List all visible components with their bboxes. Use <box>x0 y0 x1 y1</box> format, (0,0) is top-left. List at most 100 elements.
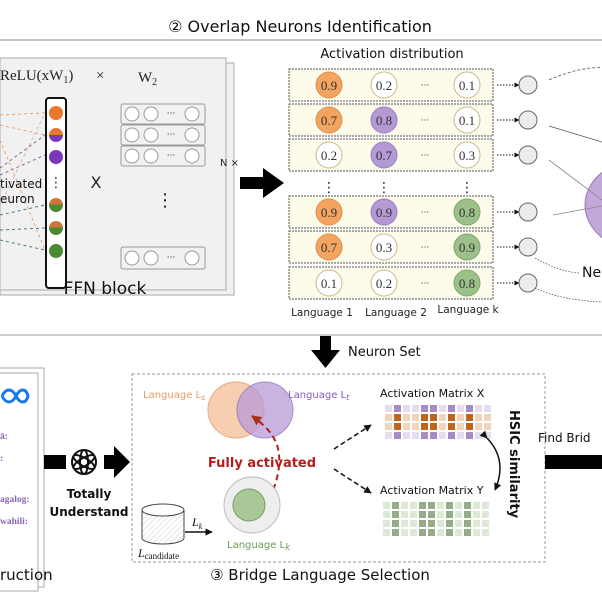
matrix-cell <box>475 405 482 412</box>
activation-value: 0.1 <box>459 78 475 93</box>
row-ellipsis: ··· <box>421 116 430 126</box>
matrix-cell <box>457 423 464 430</box>
svg-text:agalog:: agalog: <box>0 495 30 505</box>
matrix-cell <box>421 405 428 412</box>
matrix-cell <box>419 502 426 509</box>
matrix-cell <box>484 405 491 412</box>
row-ellipsis: ··· <box>421 208 430 218</box>
w2-ellipses: ··· ··· ··· ··· <box>167 109 176 263</box>
matrix-cell <box>401 520 408 527</box>
neuron-node <box>518 273 538 293</box>
matrix-cell <box>392 511 399 518</box>
matrix-cell <box>401 529 408 536</box>
arrow-bar-left <box>44 455 66 469</box>
matrix-cell <box>403 432 410 439</box>
matrix-cell <box>410 520 417 527</box>
language-k-label: Language Lk <box>227 540 291 553</box>
matrix-cell <box>430 432 437 439</box>
find-bridge-label: Find Brid <box>538 431 591 445</box>
w2-label: W2 <box>138 70 157 88</box>
venn-language-t <box>236 381 294 439</box>
candidate-label: Lcandidate <box>137 546 179 561</box>
activation-value-circle <box>315 198 343 226</box>
arrow-to-matrix-y <box>333 468 372 494</box>
activation-row: 0.7 0.8 0.1 ··· <box>288 103 538 137</box>
matrix-cell <box>394 423 401 430</box>
svg-text:···: ··· <box>167 130 176 140</box>
activation-value-circle <box>453 106 481 134</box>
matrix-cell <box>385 414 392 421</box>
matrix-cell <box>473 529 480 536</box>
svg-text:···: ··· <box>167 151 176 161</box>
matrix-cell <box>457 405 464 412</box>
neuron-set-arrow <box>311 336 340 368</box>
svg-text:⋮: ⋮ <box>322 180 336 196</box>
matrix-cell <box>457 414 464 421</box>
matrix-cell <box>448 414 455 421</box>
matrix-cell <box>464 511 471 518</box>
svg-text:Language 2: Language 2 <box>365 307 427 319</box>
matrix-cell <box>428 520 435 527</box>
activation-value: 0.1 <box>321 276 337 291</box>
matrix-cell <box>412 423 419 430</box>
activation-value: 0.8 <box>376 113 392 128</box>
matrix-cell <box>430 405 437 412</box>
neuron-cluster-label: Ne <box>582 265 601 281</box>
activation-value-circle <box>370 198 398 226</box>
matrix-cell <box>455 511 462 518</box>
neuron-purple <box>49 150 63 164</box>
activation-value-circle <box>370 269 398 297</box>
matrix-cell <box>428 502 435 509</box>
matrix-cell <box>412 405 419 412</box>
matrix-cell <box>419 511 426 518</box>
matrix-cell <box>428 511 435 518</box>
candidate-database-icon <box>141 503 185 545</box>
svg-text:Language k: Language k <box>437 304 499 316</box>
activation-value: 0.1 <box>459 113 475 128</box>
matrix-cell <box>473 520 480 527</box>
matrix-cell <box>385 405 392 412</box>
multiply-x: X <box>91 173 102 192</box>
matrix-cell <box>457 432 464 439</box>
activation-value-circle <box>453 198 481 226</box>
matrix-cell <box>455 529 462 536</box>
matrix-cell <box>464 529 471 536</box>
matrix-cell <box>403 405 410 412</box>
bridge-section-title: ③ Bridge Language Selection <box>210 566 430 584</box>
matrix-cell <box>392 520 399 527</box>
neuron-orange-purple <box>49 128 63 142</box>
matrix-cell <box>392 529 399 536</box>
matrix-cell <box>403 423 410 430</box>
matrix-cell <box>448 432 455 439</box>
matrix-cell <box>412 414 419 421</box>
matrix-cell <box>466 414 473 421</box>
matrix-x-label: Activation Matrix X <box>380 387 485 400</box>
matrix-cell <box>437 520 444 527</box>
activation-value: 0.7 <box>321 113 338 128</box>
matrix-cell <box>428 529 435 536</box>
matrix-cell <box>455 502 462 509</box>
matrix-cell <box>448 423 455 430</box>
matrix-cell <box>401 511 408 518</box>
matrix-cell <box>466 405 473 412</box>
matrix-cell <box>403 414 410 421</box>
matrix-cell <box>439 423 446 430</box>
row-ellipsis: ··· <box>421 243 430 253</box>
matrix-cell <box>482 511 489 518</box>
matrix-cell <box>437 502 444 509</box>
w2-matrix <box>120 103 206 270</box>
matrix-cell <box>446 502 453 509</box>
activation-value-circle <box>370 106 398 134</box>
matrix-cell <box>439 414 446 421</box>
activation-vdots: ⋮ ⋮ ⋮ <box>322 180 474 196</box>
candidate-arrow-label: Lk <box>191 515 203 531</box>
activation-value-circle <box>370 141 398 169</box>
neuron-node <box>518 75 538 95</box>
activation-value-circle <box>315 71 343 99</box>
svg-text::: : <box>0 454 3 464</box>
matrix-cell <box>464 502 471 509</box>
activation-value: 0.9 <box>376 205 392 220</box>
